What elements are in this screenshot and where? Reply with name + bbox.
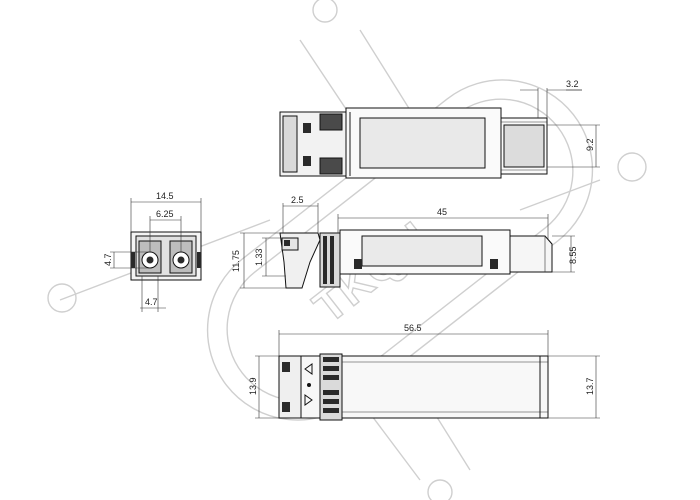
end-port-height: 4.7: [103, 253, 113, 266]
top-height-label: 9.2: [585, 138, 595, 151]
side-view: 2.5 45 11.75 1.33 8.55: [231, 195, 578, 289]
bottom-view: 56.5 13.9 13.7: [248, 323, 600, 421]
top-view: 3.2 9.2: [279, 79, 600, 179]
end-inner-width: 6.25: [156, 209, 174, 219]
side-front-height: 1.33: [254, 248, 264, 266]
bottom-total-length: 56.5: [404, 323, 422, 333]
side-body-length: 45: [437, 207, 447, 217]
end-total-width: 14.5: [156, 191, 174, 201]
end-view: 14.5 6.25 4.7 4.7: [103, 191, 202, 312]
bottom-right-height: 13.7: [585, 377, 595, 395]
side-rear-height: 8.55: [568, 246, 578, 264]
bottom-left-height: 13.9: [248, 377, 258, 395]
side-total-height: 11.75: [231, 250, 241, 272]
top-width-label: 3.2: [566, 79, 579, 89]
side-front-offset: 2.5: [291, 195, 304, 205]
end-port-width: 4.7: [145, 297, 158, 307]
